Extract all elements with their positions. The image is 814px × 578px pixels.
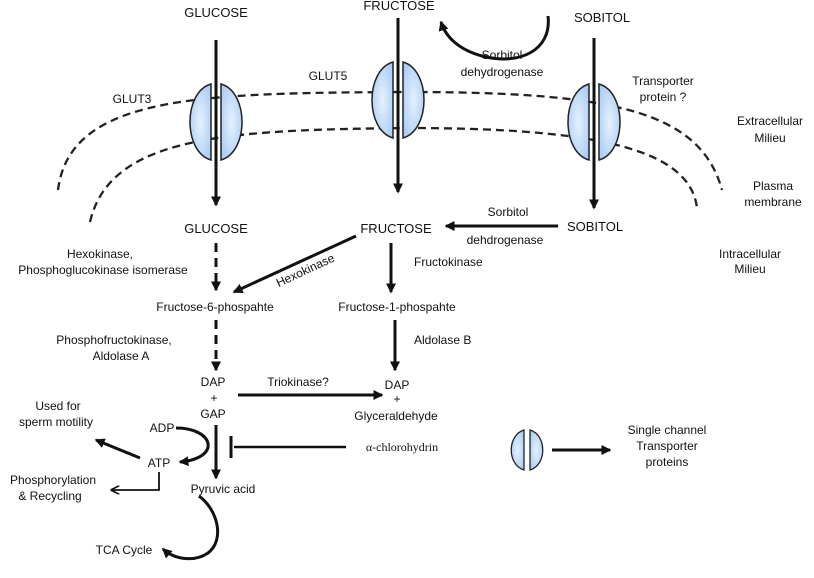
adp-atp-conversion-arrow: [175, 426, 210, 467]
sorbitol-extracellular-label: SOBITOL: [574, 10, 630, 25]
sorbitol-dehydrogenase-top-label: dehydrogenase: [461, 65, 544, 79]
fructose-6-phosphate-label: Fructose-6-phospahte: [156, 300, 274, 314]
fructose-extracellular-label: FRUCTOSE: [363, 0, 435, 13]
sperm-motility-label: Used for: [35, 399, 80, 413]
single-channel-legend-label: Single channel: [628, 423, 707, 437]
glyceraldehyde-label: Glyceraldehyde: [354, 409, 438, 423]
single-channel-legend-label: proteins: [646, 455, 689, 469]
plus-left-label: +: [210, 391, 217, 405]
adp-label: ADP: [150, 421, 175, 435]
single-channel-transporter-icon: [510, 429, 544, 471]
extracellular-milieu-label: Milieu: [754, 131, 785, 145]
tca-cycle-label: TCA Cycle: [96, 543, 153, 557]
plasma-membrane-label: Plasma: [753, 179, 793, 193]
atp-label: ATP: [148, 456, 170, 470]
atp-to-recycling-arrow: [112, 472, 160, 490]
aldolase-a-label: Aldolase A: [93, 349, 150, 363]
sorbitol-dehydrogenase-label: dehdrogenase: [467, 233, 544, 247]
extracellular-milieu-label: Extracellular: [737, 114, 803, 128]
plus-right-label: +: [393, 392, 400, 406]
pyruvic-acid-label: Pyruvic acid: [191, 482, 256, 496]
fructokinase-label: Fructokinase: [414, 255, 483, 269]
sorbitol-dehydrogenase-top-label: Sorbitol: [482, 48, 523, 62]
pyruvic-to-tca-curved-arrow: [161, 494, 219, 561]
dap-left-label: DAP: [201, 375, 226, 389]
sperm-motility-label: sperm motility: [19, 415, 93, 429]
glucose-intracellular-label: GLUCOSE: [184, 221, 248, 236]
sorbitol-dehydrogenase-label: Sorbitol: [488, 205, 529, 219]
pathway-arrows: [94, 15, 612, 561]
gap-label: GAP: [200, 407, 225, 421]
dap-right-label: DAP: [385, 378, 410, 392]
phosphorylation-recycling-label: & Recycling: [18, 489, 81, 503]
sorbitol-to-fructose-curved-arrow: [438, 15, 550, 61]
single-channel-legend-label: Transporter: [636, 439, 698, 453]
fructose-to-f6p-hexokinase-arrow: [232, 234, 357, 294]
hexokinase-isomerase-label: Phosphoglucokinase isomerase: [18, 263, 188, 277]
glut5-label: GLUT5: [309, 69, 348, 83]
intracellular-milieu-label: Milieu: [734, 262, 765, 276]
transporter-protein-label: protein ?: [640, 90, 687, 104]
labels: GLUCOSE FRUCTOSE SOBITOL Sorbitol dehydr…: [10, 0, 803, 557]
triokinase-label: Triokinase?: [267, 375, 329, 389]
intracellular-milieu-label: Intracellular: [719, 247, 781, 261]
hexokinase-isomerase-label: Hexokinase,: [67, 247, 133, 261]
glut3-label: GLUT3: [113, 92, 152, 106]
glucose-extracellular-label: GLUCOSE: [184, 5, 248, 20]
transporter-protein-label: Transporter: [632, 74, 694, 88]
aldolase-b-label: Aldolase B: [414, 333, 471, 347]
alpha-chlorohydrin-label: α-chlorohydrin: [366, 440, 438, 454]
phosphorylation-recycling-label: Phosphorylation: [10, 473, 96, 487]
fructose-1-phosphate-label: Fructose-1-phospahte: [338, 300, 456, 314]
sorbitol-intracellular-label: SOBITOL: [567, 219, 623, 234]
atp-to-motility-arrow: [94, 438, 141, 460]
phosphofructokinase-label: Phosphofructokinase,: [56, 333, 171, 347]
plasma-membrane-label: membrane: [744, 195, 802, 209]
fructose-intracellular-label: FRUCTOSE: [360, 221, 432, 236]
